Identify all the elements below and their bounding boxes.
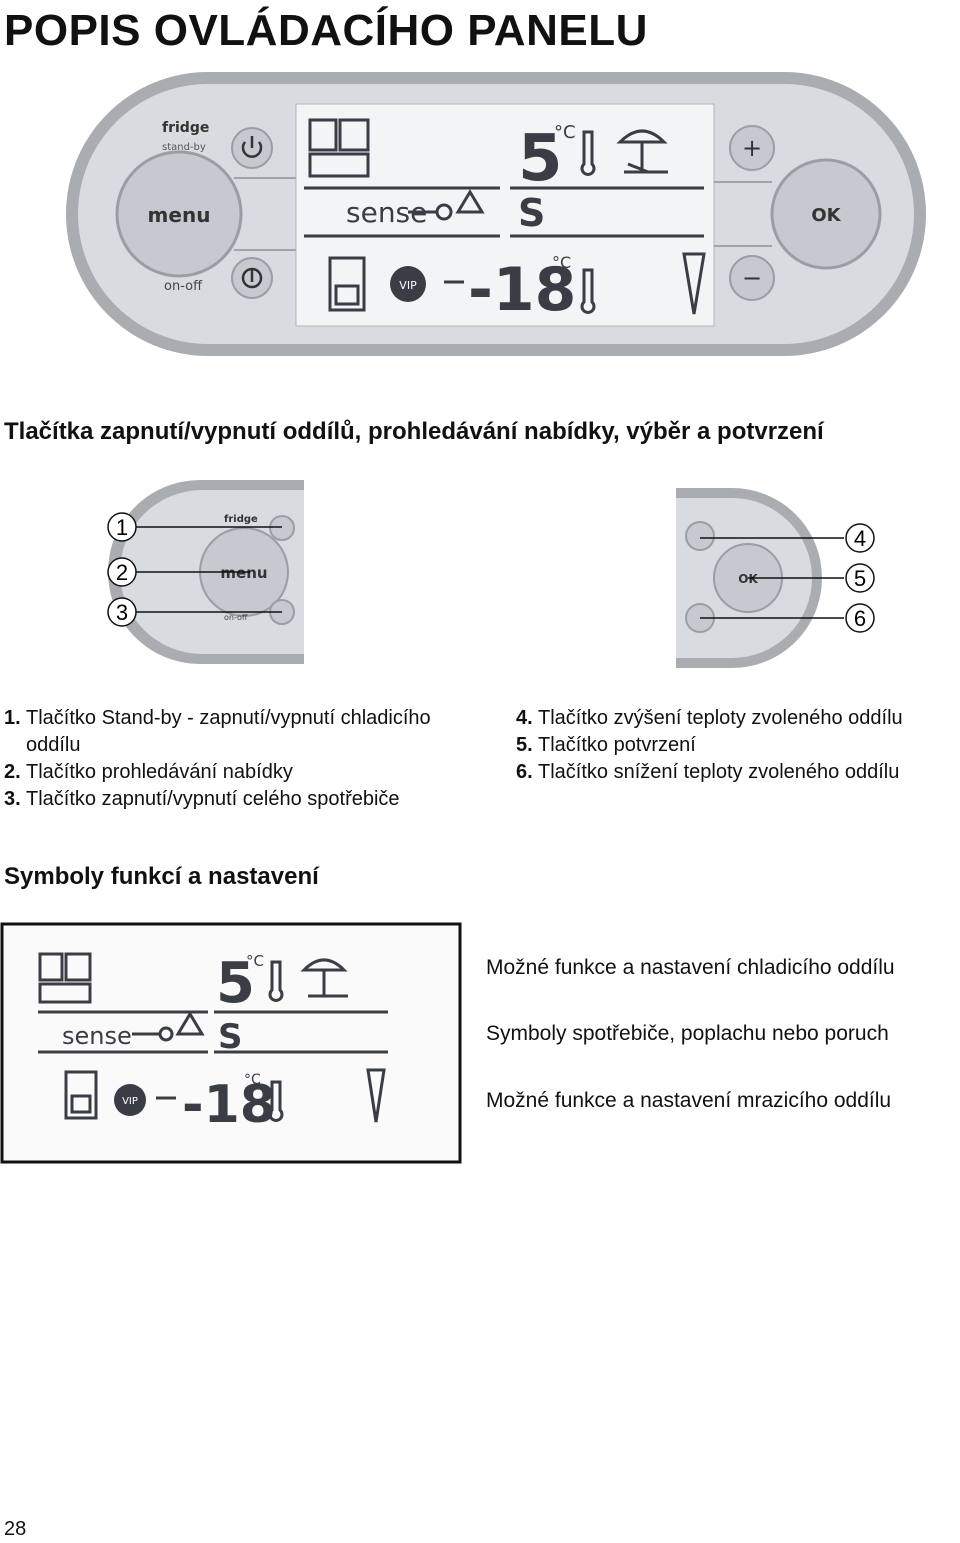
plus-button-label: + [742, 134, 762, 162]
list-item: 3.Tlačítko zapnutí/vypnutí celého spotře… [4, 788, 400, 810]
left-buttons-detail: menu fridge on-off 1 2 3 [107, 480, 304, 664]
list-item: 4.Tlačítko zvýšení teploty zvoleného odd… [516, 707, 903, 729]
minus-button-label: − [742, 264, 762, 292]
list-item: 6.Tlačítko snížení teploty zvoleného odd… [516, 761, 900, 783]
onoff-label: on-off [164, 279, 203, 294]
vip-icon [390, 266, 426, 302]
sense-label: sense [62, 1022, 132, 1050]
lcd-content [304, 118, 706, 315]
page-title: POPIS OVLÁDACÍHO PANELU [4, 6, 648, 55]
ok-button-label: OK [811, 205, 841, 226]
list-item: 1.Tlačítko Stand-by - zapnutí/vypnutí ch… [4, 707, 431, 756]
section-heading-buttons: Tlačítka zapnutí/vypnutí oddílů, prohled… [4, 418, 824, 445]
onoff-icon [241, 267, 263, 289]
freezer-degree-unit: °C [244, 1072, 261, 1088]
left-button-list: 1.Tlačítko Stand-by - zapnutí/vypnutí ch… [4, 705, 474, 813]
callout-5: 5 [854, 566, 866, 591]
minus-button[interactable] [729, 255, 775, 301]
right-button-list: 4.Tlačítko zvýšení teploty zvoleného odd… [516, 705, 960, 786]
symbols-lcd: 5 °C sense S VIP -18 °C [0, 922, 462, 1164]
ok-button-label: OK [738, 572, 758, 586]
onoff-label: on-off [224, 613, 248, 622]
fridge-degree-unit: °C [246, 952, 264, 970]
freezer-temperature: -18 [468, 255, 576, 325]
standby-label: stand-by [162, 142, 206, 153]
right-buttons-detail: OK 4 5 6 [676, 488, 875, 668]
callout-4: 4 [854, 526, 866, 551]
fridge-degree-unit: °C [554, 122, 576, 143]
vip-label: VIP [122, 1096, 138, 1107]
callout-2: 2 [116, 560, 128, 585]
menu-button-label: menu [148, 203, 211, 227]
fridge-temperature: 5 [518, 122, 563, 196]
s-symbol: S [518, 191, 545, 235]
list-item: 2.Tlačítko prohledávání nabídky [4, 761, 293, 783]
list-item: 5.Tlačítko potvrzení [516, 734, 696, 756]
control-panel-illustration: menu fridge stand-by on-off 5 °C sense S… [66, 72, 926, 356]
freezer-temperature: -18 [182, 1075, 276, 1135]
s-symbol: S [218, 1017, 243, 1057]
sense-label: sense [346, 196, 427, 229]
caption-appliance-alarms: Symboly spotřebiče, poplachu nebo poruch [486, 1022, 889, 1045]
fridge-label: fridge [162, 120, 209, 136]
vip-label: VIP [399, 279, 417, 292]
caption-fridge-functions: Možné funkce a nastavení chladicího oddí… [486, 956, 895, 979]
power-icon [241, 136, 263, 158]
fridge-temperature: 5 [216, 951, 255, 1016]
fridge-label: fridge [224, 514, 258, 525]
page-number: 28 [4, 1518, 27, 1540]
ok-button[interactable] [770, 158, 882, 270]
standby-button[interactable] [269, 515, 295, 541]
callout-3: 3 [116, 600, 128, 625]
callout-6: 6 [854, 606, 866, 631]
vip-icon [114, 1084, 146, 1116]
caption-freezer-functions: Možné funkce a nastavení mrazicího oddíl… [486, 1089, 892, 1112]
section-heading-symbols: Symboly funkcí a nastavení [4, 863, 319, 890]
callout-1: 1 [116, 515, 128, 540]
plus-button[interactable] [729, 125, 775, 171]
plus-button[interactable] [685, 521, 715, 551]
freezer-degree-unit: °C [552, 253, 571, 272]
menu-button-label: menu [220, 564, 267, 582]
menu-button[interactable] [115, 150, 243, 278]
